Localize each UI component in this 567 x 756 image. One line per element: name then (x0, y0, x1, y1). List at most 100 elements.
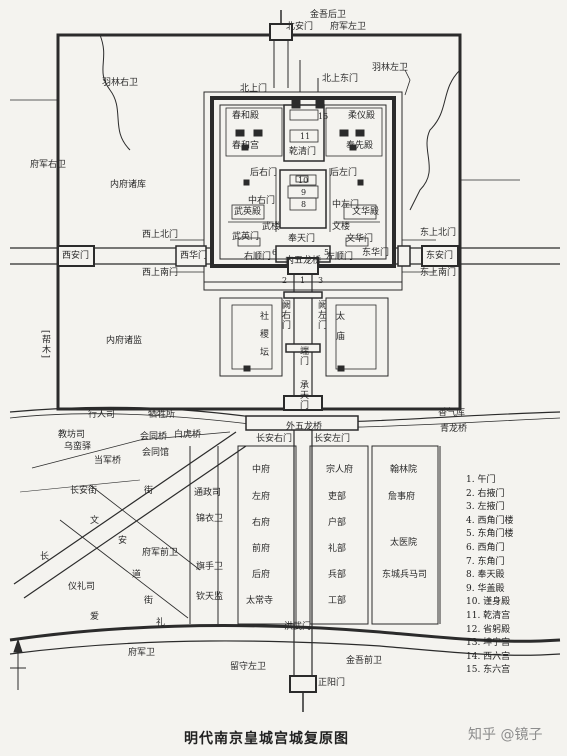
label-xingren-si: 行人司 (88, 410, 116, 420)
label-wenhua-men: 文华门 (346, 234, 374, 244)
legend-item: 13. 坤宁宫 (466, 638, 511, 649)
label-huitong-qiao: 会同桥 (140, 432, 168, 442)
label-wai-wulong-qiao: 外五龙桥 (286, 422, 323, 432)
label-taichang-si: 太常寺 (246, 596, 274, 606)
label-li-bu: 吏部 (328, 492, 347, 502)
label-rouyi-dian: 柔仪殿 (348, 111, 376, 121)
label-changan-zuo-men: 长安左门 (314, 434, 351, 444)
label-fengxian-dian: 奉先殿 (346, 141, 374, 151)
marker-5: 5 (324, 248, 330, 257)
label-jinwu-zuo-wei: 留守左卫 (230, 662, 267, 672)
label-jie: 街 (144, 486, 154, 496)
label-shengyi-ku: 牺牲所 (148, 410, 176, 420)
label-zuoshun-men: 左顺门 (326, 252, 354, 262)
label-ji: 稷 (260, 330, 270, 340)
label-she: 社 (260, 312, 270, 322)
legend-item: 11. 乾清宫 (466, 610, 511, 621)
label-jinwu-qian-wei: 金吾前卫 (346, 656, 383, 666)
label-an: 安 (118, 536, 128, 546)
label-hou-zuo-men: 后左门 (330, 168, 358, 178)
legend-item: 6. 西角门 (466, 542, 505, 553)
label-baihu-qiao: 白虎桥 (174, 430, 202, 440)
label-hou-fu2: 后府 (252, 570, 271, 580)
label-nei-wulong-qiao: 内五龙桥 (285, 256, 322, 266)
label-hu-bu: 户部 (328, 518, 347, 528)
legend-item: 2. 右掖门 (466, 488, 505, 499)
label-zhong-zuo-men: 中左门 (332, 200, 360, 210)
label-li-bu2: 礼部 (328, 544, 347, 554)
label-tai: 太 (336, 312, 346, 322)
label-zhengyang-men: 正阳门 (318, 678, 346, 688)
label-wen-lou: 文楼 (332, 222, 351, 232)
label-wuying-dian: 武英殿 (234, 207, 262, 217)
label-dongan-men: 东安门 (426, 251, 454, 261)
label-beishang-dongmen: 北上东门 (322, 74, 359, 84)
label-jinyi-wei2: 锦衣卫 (196, 514, 224, 524)
label-que-zuo-men: 阙左门 (316, 300, 326, 330)
label-xishang-nanmen: 西上南门 (142, 268, 179, 278)
label-qishou-wei: 旗手卫 (196, 562, 224, 572)
label-jiaofang-si: 教坊司 (58, 430, 86, 440)
label-qintian-jian: 钦天监 (196, 592, 224, 602)
legend-item: 7. 东角门 (466, 556, 505, 567)
legend-item: 5. 东角门楼 (466, 529, 514, 540)
label-changan-you-men: 长安右门 (256, 434, 293, 444)
label-fujun-you-wei: 府军右卫 (30, 160, 67, 170)
label-hou-you-men: 后右门 (250, 168, 278, 178)
label-zhong-you-men: 中右门 (248, 196, 276, 206)
marker-8: 8 (301, 200, 307, 209)
legend-item: 8. 奉天殿 (466, 570, 505, 581)
label-dongshang-nanmen: 东上南门 (420, 268, 457, 278)
label-bangmu: [帮木] (40, 330, 50, 360)
label-miao: 庙 (336, 332, 346, 342)
label-houfu: 前府 (252, 544, 271, 554)
label-beian-men: 北安门 (286, 22, 314, 32)
label-chunhe-gong: 春和宫 (232, 141, 260, 151)
marker-10: 10 (298, 176, 309, 185)
legend-item: 1. 午门 (466, 475, 496, 485)
label-dongshang-beimen: 东上北门 (420, 228, 457, 238)
legend-item: 10. 谨身殿 (466, 597, 511, 608)
label-jinyi-wei: 通政司 (194, 488, 222, 498)
label-changan-jie: 长安街 (70, 486, 98, 496)
map-title: 明代南京皇城宫城复原图 (184, 731, 349, 747)
label-bang: 街 (144, 596, 154, 606)
label-xian-men: 西安门 (62, 251, 90, 261)
label-beishang-men: 北上门 (240, 84, 268, 94)
label-que-you-men: 阙右门 (280, 300, 290, 330)
label-fujun-wei: 府军卫 (128, 648, 156, 658)
label-li: 礼 (156, 618, 166, 628)
marker-2: 2 (282, 276, 288, 285)
label-neifu-zhujian: 内府诸监 (106, 336, 143, 346)
watermark: 知乎 @镜子 (468, 727, 543, 743)
label-dangtian-qiao: 当军桥 (94, 456, 122, 466)
label-zhongjun-fu: 中府 (252, 465, 271, 475)
label-zongren-fu: 宗人府 (326, 465, 354, 475)
label-taiyi-yuan: 太医院 (390, 538, 418, 548)
label-dao: 道 (132, 570, 142, 580)
label-duan-men: 端门 (298, 346, 308, 366)
label-chunhe-dian: 春和殿 (232, 111, 260, 121)
label-yulin-you-wei: 羽林右卫 (102, 78, 139, 88)
label-ai: 爱 (90, 612, 100, 622)
label-fujun-zuo-wei: 府军左卫 (330, 22, 367, 32)
marker-1: 1 (300, 276, 306, 285)
imperial-city-wall (56, 33, 462, 411)
marker-6: 6 (272, 248, 278, 257)
label-wumu-yi: 乌蛮驿 (64, 442, 92, 452)
marker-15: 15 (318, 112, 329, 121)
label-xihua-men: 西华门 (180, 251, 208, 261)
legend-item: 15. 东六宫 (466, 665, 511, 676)
label-wu-lou: 武楼 (262, 222, 281, 232)
label-jinwu-hou-wei: 金吾后卫 (310, 10, 347, 20)
label-neifu-zhuku: 内府诸库 (110, 180, 147, 190)
label-chengtian-men: 承天门 (298, 380, 308, 410)
label-youfu: 右府 (252, 518, 271, 528)
legend-item: 14. 西六宫 (466, 651, 511, 662)
label-xiangqi-ku: 香气库 (438, 408, 466, 418)
label-fengtian-men: 奉天门 (288, 234, 316, 244)
label-xishang-beimen: 西上北门 (142, 230, 179, 240)
label-bing-bu: 兵部 (328, 570, 347, 580)
